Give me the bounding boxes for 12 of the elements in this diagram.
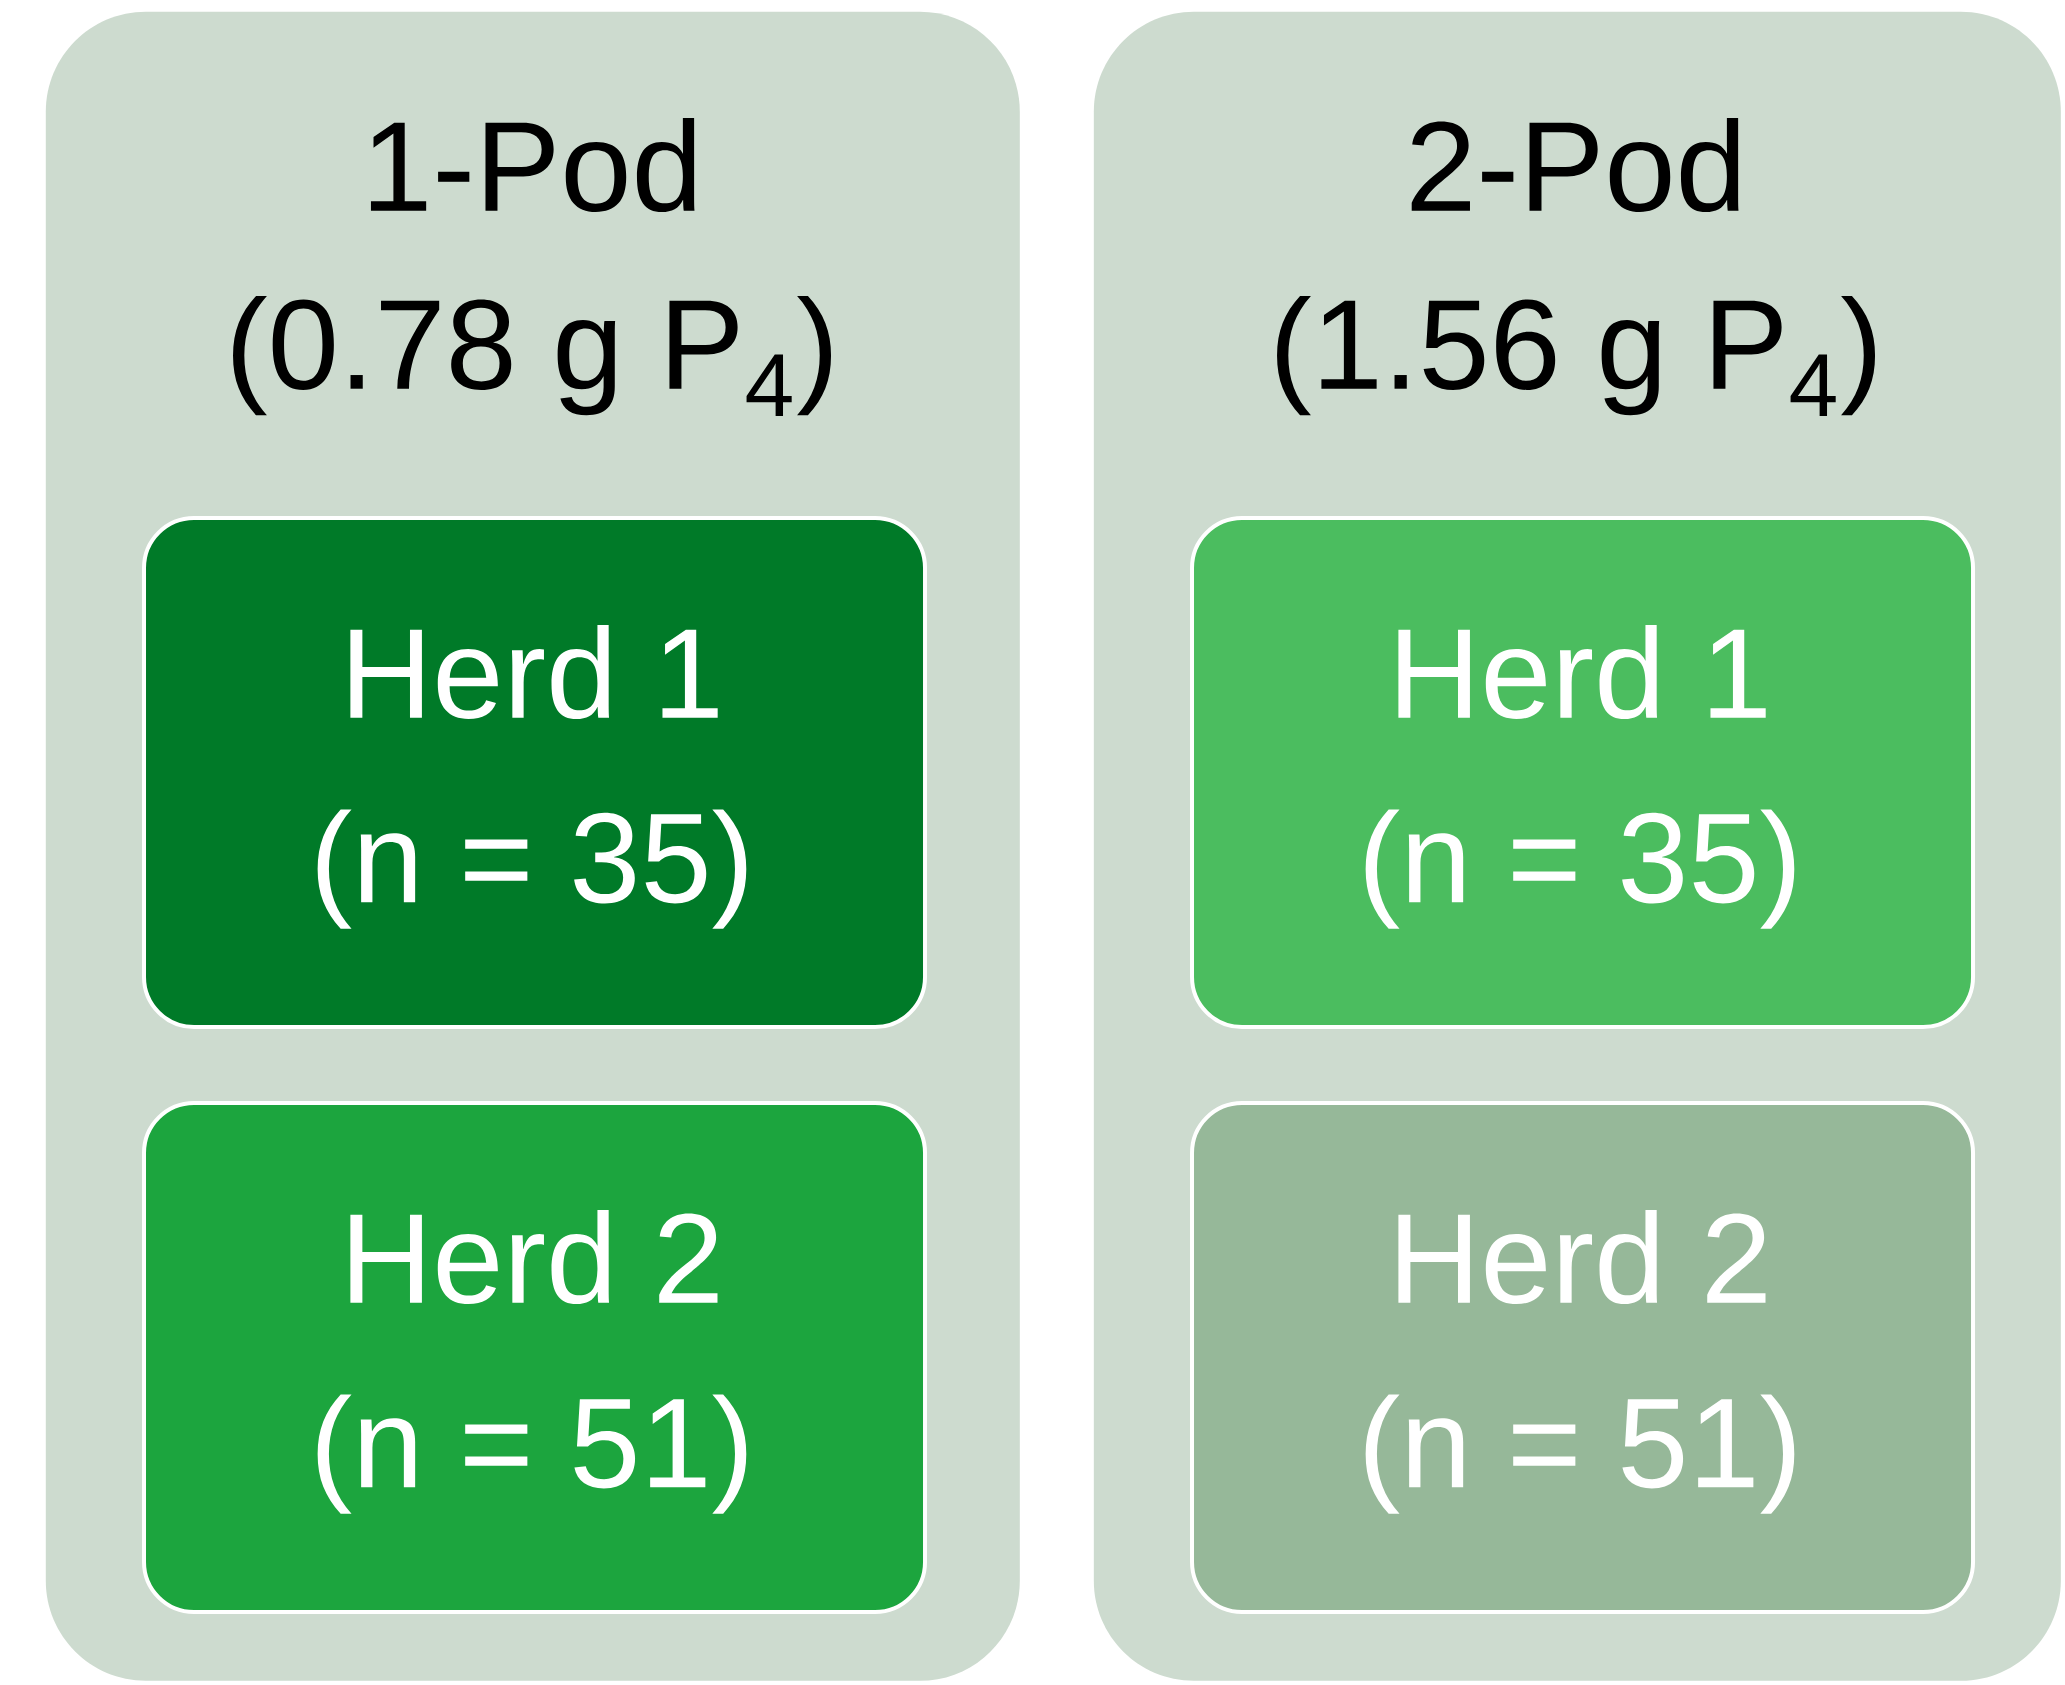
count-label: (n = 35) xyxy=(317,809,747,929)
count-label: (n = 35) xyxy=(1365,809,1795,929)
group-label: Herd 2 xyxy=(1398,1210,1766,1305)
dose-label: (1.56 g P$_{4}$) xyxy=(1277,296,1876,417)
count-label: (n = 51) xyxy=(317,1394,747,1514)
group-label: Herd 2 xyxy=(350,1210,718,1305)
panel-heading: 2-Pod xyxy=(1411,118,1739,212)
count-label: (n = 51) xyxy=(1365,1394,1795,1514)
group-label: Herd 1 xyxy=(350,625,718,720)
dose-label: (0.78 g P$_{4}$) xyxy=(233,296,831,417)
panel-heading: 1-Pod xyxy=(370,118,695,212)
group-label: Herd 1 xyxy=(1398,625,1766,720)
